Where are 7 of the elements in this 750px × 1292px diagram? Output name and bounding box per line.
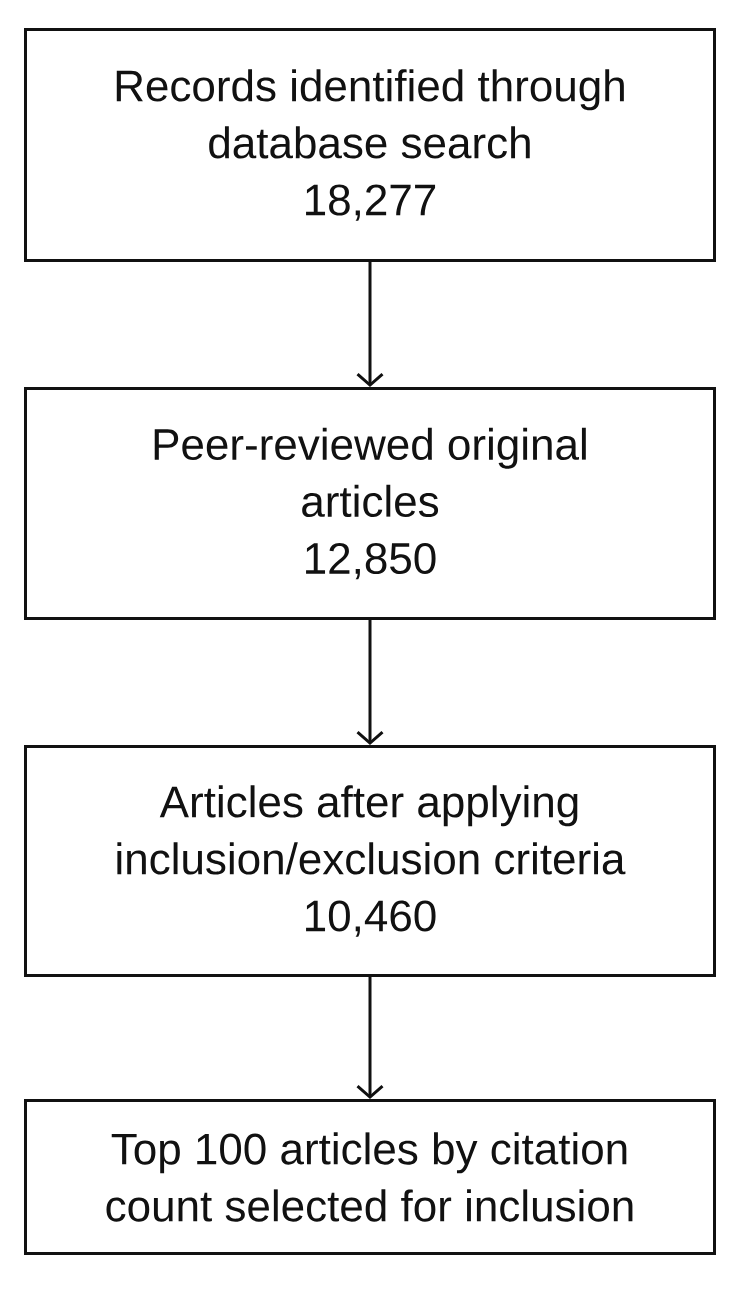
process-box: Top 100 articles by citation count selected for inclusion [24,1099,716,1255]
arrow [356,620,384,745]
process-box: Articles after applying inclusion/exclusion criteria 10,460 [24,745,716,977]
process-box: Peer-reviewed original articles 12,850 [24,387,716,620]
arrow [356,262,384,387]
process-box: Records identified through database search 18,277 [24,28,716,262]
arrow [356,977,384,1099]
